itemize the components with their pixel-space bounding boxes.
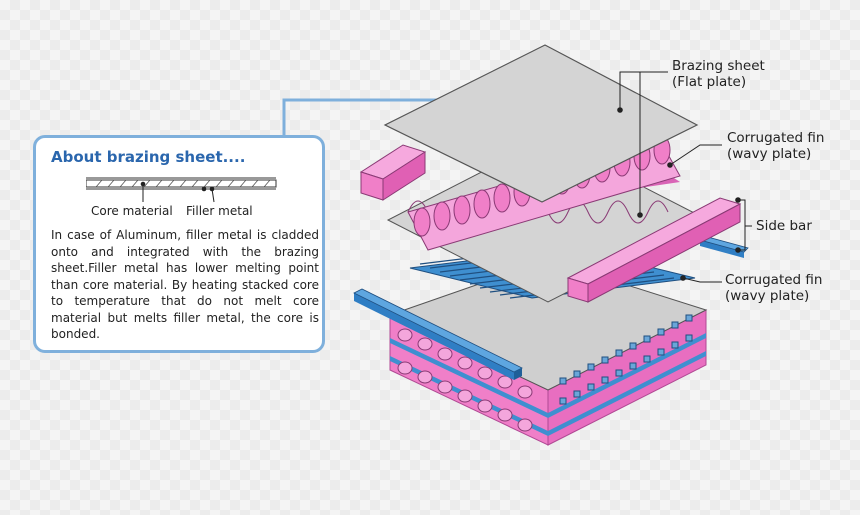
info-box: About brazing sheet.... Core material Fi…: [33, 135, 325, 353]
pink-side-bar-left: [359, 144, 427, 201]
filler-metal-label: Filler metal: [186, 204, 253, 218]
core-hatching: [95, 179, 271, 188]
stacked-core: [388, 259, 708, 446]
corrugated-fin-bottom-label: Corrugated fin (wavy plate): [725, 272, 823, 304]
core-material-label: Core material: [91, 204, 173, 218]
info-pointer-line: [282, 98, 460, 135]
core-front-fins: [397, 328, 533, 432]
core-material-layer: [86, 179, 277, 188]
brazing-sheet-cross-section: [86, 177, 277, 203]
blue-side-bar-left: [353, 288, 523, 380]
top-brazing-sheet: [383, 44, 699, 203]
brazing-sheet-label: Brazing sheet (Flat plate): [672, 58, 765, 90]
info-description: In case of Aluminum, filler metal is cla…: [51, 228, 319, 341]
info-title: About brazing sheet....: [51, 148, 246, 166]
side-bar-label: Side bar: [756, 218, 812, 234]
pink-side-bar-right: [566, 197, 742, 303]
callout-dots: [617, 107, 741, 281]
core-right-fins: [559, 314, 693, 405]
corrugated-fin-top-label: Corrugated fin (wavy plate): [727, 130, 825, 162]
callout-leaders: [619, 71, 752, 283]
